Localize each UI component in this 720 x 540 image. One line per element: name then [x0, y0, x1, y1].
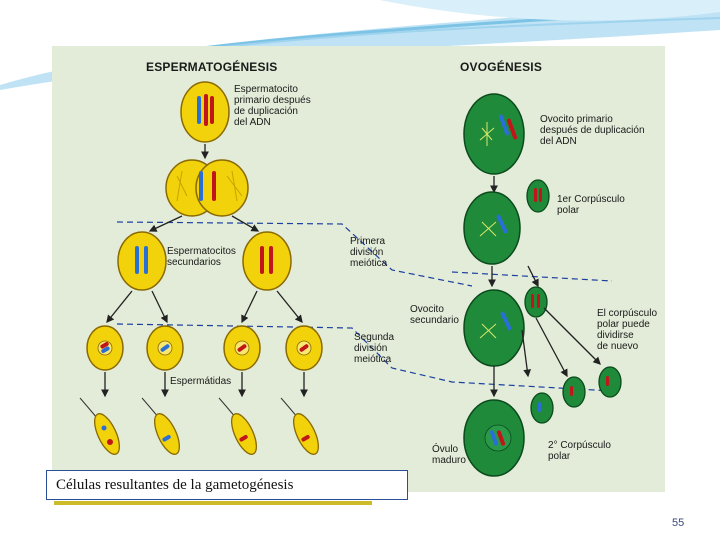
label-primary-oocyte: Ovocito primario después de duplicación …: [540, 114, 645, 147]
dividing-spermatocyte-cell: [165, 159, 249, 217]
first-division-dashed-line: [116, 221, 473, 287]
label-secondary-spermatocytes: Espermatocitos secundarios: [167, 246, 236, 268]
spermatid-2: [146, 325, 184, 371]
diagram-drawing: [79, 81, 622, 477]
label-mature-ovum: Óvulo maduro: [432, 444, 466, 466]
label-first-polar-body: 1er Corpúsculo polar: [557, 194, 625, 216]
spermatogenesis-header: ESPERMATOGÉNESIS: [146, 60, 278, 74]
first-division-oocyte-cell: [463, 191, 521, 265]
caption-underline: [54, 501, 372, 505]
sperm-1: [79, 397, 121, 455]
label-spermatids: Espermátidas: [170, 376, 232, 387]
sperm-2: [141, 397, 181, 455]
label-secondary-oocyte: Ovocito secundario: [410, 304, 459, 326]
sperm-3: [218, 397, 258, 455]
label-primary-spermatocyte: Espermatocito primario después de duplic…: [234, 84, 311, 128]
gametogenesis-diagram: ESPERMATOGÉNESIS OVOGÉNESIS Espermatocit…: [52, 46, 665, 492]
label-second-meiotic-division: Segunda división meiótica: [354, 332, 395, 365]
polar-body-a: [530, 392, 554, 424]
polar-body-dividing: [524, 286, 548, 318]
label-second-polar-body: 2° Corpúsculo polar: [548, 440, 611, 462]
polar-body-c: [598, 366, 622, 398]
spermatid-3: [223, 325, 261, 371]
oogenesis-header: OVOGÉNESIS: [460, 60, 543, 74]
caption-box: Células resultantes de la gametogénesis: [46, 470, 408, 500]
polar-body-b: [562, 376, 586, 408]
page-number: 55: [672, 517, 685, 529]
spermatid-4: [285, 325, 323, 371]
second-division-dashed-line: [116, 323, 613, 392]
spermatid-1: [86, 325, 124, 371]
primary-spermatocyte-cell: [180, 81, 230, 143]
mature-ovum-cell: [463, 399, 525, 477]
label-polar-body-divide: El corpúsculo polar puede dividirse de n…: [597, 308, 658, 352]
primary-oocyte-cell: [463, 93, 525, 175]
secondary-spermatocyte-right: [242, 231, 292, 291]
secondary-oocyte-cell: [463, 289, 525, 367]
first-polar-body: [526, 179, 550, 213]
caption-text: Células resultantes de la gametogénesis: [56, 477, 294, 493]
sperm-4: [280, 397, 320, 455]
label-first-meiotic-division: Primera división meiótica: [350, 236, 388, 269]
first-division-dashed-line-right: [451, 271, 613, 282]
secondary-spermatocyte-left: [117, 231, 167, 291]
